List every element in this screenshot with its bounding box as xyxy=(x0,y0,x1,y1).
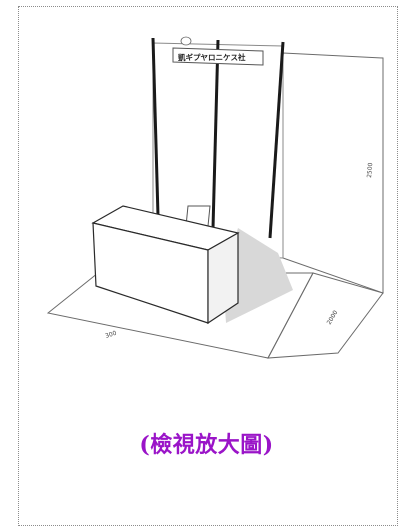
view-enlarged-link[interactable]: (檢視放大圖) xyxy=(139,432,274,458)
booth-3d-drawing[interactable]: 凱ギプヤロニケス社 300 2000 2500 xyxy=(38,28,398,388)
header-sign xyxy=(172,47,264,66)
spotlight xyxy=(180,36,192,46)
post-left xyxy=(151,37,160,217)
dimension-side: 2000 xyxy=(326,309,340,326)
header-sign-text: 凱ギプヤロニケス社 xyxy=(178,52,246,62)
back-wall xyxy=(152,42,284,259)
counter-shadow xyxy=(223,228,293,323)
counter-side xyxy=(207,231,239,325)
dimension-height: 2500 xyxy=(366,162,374,178)
post-right xyxy=(268,41,285,239)
post-center xyxy=(211,39,220,229)
dimension-front: 300 xyxy=(104,330,117,340)
